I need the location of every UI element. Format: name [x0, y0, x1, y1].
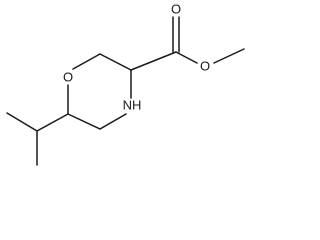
- bond-c2-c3: [99, 53, 132, 71]
- ring-oxygen-label: O: [63, 69, 73, 84]
- ester-oxygen-label: O: [200, 58, 210, 73]
- bond-c6-ch: [36, 113, 69, 132]
- bond-c3-carbonyl: [130, 51, 177, 71]
- bond-carbonyl-ester-o: [175, 51, 198, 64]
- ring-nitrogen-label: NH: [123, 97, 142, 112]
- bond-n4-c5: [99, 113, 127, 130]
- bond-c5-c6: [67, 113, 101, 130]
- bond-ch-methyl-left: [6, 112, 38, 132]
- carbonyl-oxygen-label: O: [171, 1, 181, 16]
- bond-o1-c2: [72, 53, 101, 70]
- chemical-structure-diagram: O NH O O: [6, 1, 245, 166]
- bond-ester-o-methyl: [213, 48, 245, 64]
